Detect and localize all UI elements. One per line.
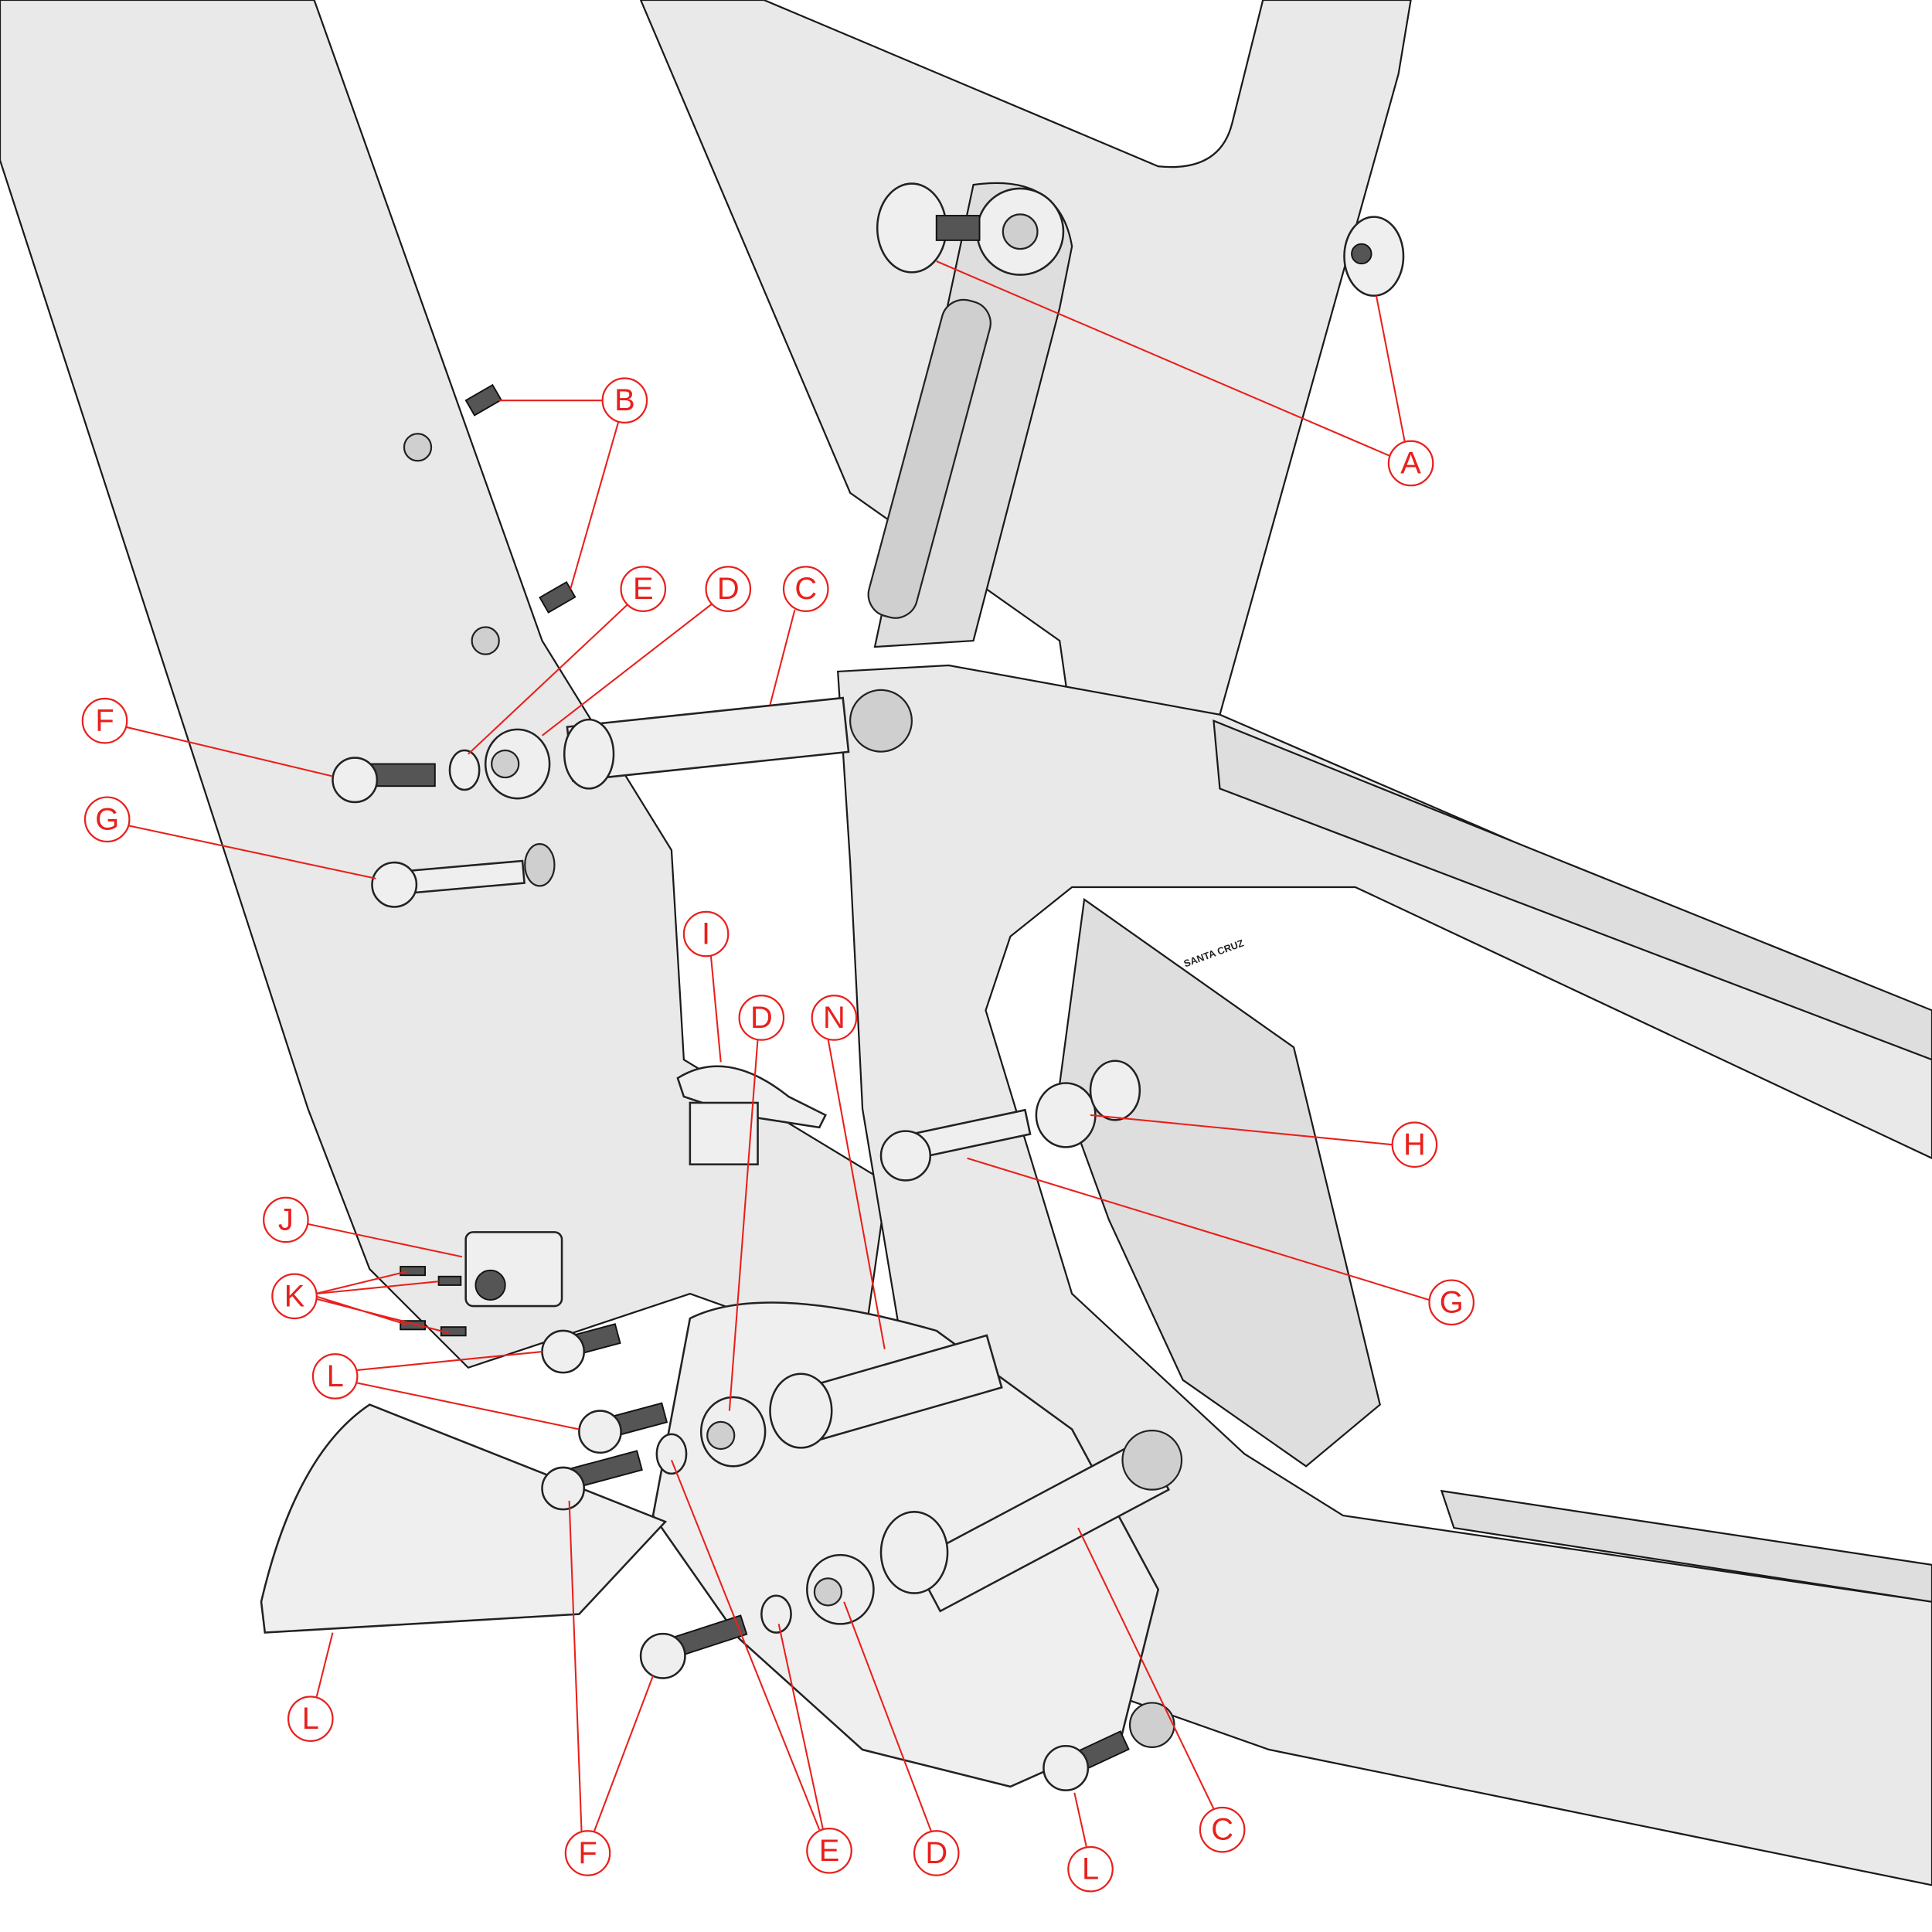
svg-text:D: D <box>750 1001 773 1035</box>
pivot-hole <box>1121 1429 1183 1491</box>
callout-b: B <box>601 377 648 423</box>
bolt-g-right <box>879 1108 1032 1182</box>
bottle-mount <box>471 626 500 655</box>
washer-e-mid <box>655 1433 688 1475</box>
bolt-f-bottom <box>541 1450 643 1511</box>
callout-e-bottom: E <box>806 1827 852 1874</box>
callout-j: J <box>263 1196 309 1243</box>
svg-text:B: B <box>614 383 635 417</box>
svg-text:E: E <box>819 1834 840 1868</box>
frame-logo: SANTA CRUZ <box>1182 937 1246 969</box>
callout-d-top: D <box>705 566 752 612</box>
svg-text:D: D <box>925 1836 947 1870</box>
callout-l-skid: L <box>287 1696 334 1742</box>
chainstay <box>1213 719 1932 1061</box>
callout-g-right: G <box>1428 1279 1475 1326</box>
axle-n <box>769 1334 1003 1449</box>
svg-text:F: F <box>578 1836 597 1870</box>
svg-text:C: C <box>1211 1813 1233 1847</box>
callout-c-bottom: C <box>1199 1806 1246 1853</box>
bushing-h <box>1035 1060 1141 1148</box>
spacer-d-top <box>484 728 551 800</box>
callout-c-top: C <box>782 566 829 612</box>
callout-a: A <box>1387 440 1434 487</box>
callout-k: K <box>271 1273 318 1320</box>
washer-e-bottom <box>760 1594 792 1634</box>
callout-f-left: F <box>81 697 128 744</box>
spacer-d-bottom <box>806 1553 875 1625</box>
callout-n: N <box>811 995 858 1041</box>
chainstay-guard <box>1440 1489 1932 1603</box>
pivot-hole <box>1002 213 1039 250</box>
charge-port-j <box>464 1231 563 1308</box>
bolt-l-1 <box>541 1323 621 1374</box>
svg-text:L: L <box>327 1359 344 1393</box>
svg-text:H: H <box>1403 1128 1426 1162</box>
leader-lines <box>125 260 1430 1849</box>
callout-i: I <box>682 910 730 957</box>
svg-text:F: F <box>95 704 114 738</box>
screws-k <box>400 1266 467 1337</box>
svg-text:N: N <box>823 1001 845 1035</box>
spacer-d-mid <box>699 1396 767 1468</box>
washer-e-top <box>448 749 481 791</box>
svg-text:G: G <box>95 802 119 836</box>
cable-port-i <box>676 1065 827 1165</box>
bolt-b1 <box>464 383 502 417</box>
callout-l-left: L <box>311 1353 359 1400</box>
svg-text:J: J <box>278 1202 294 1236</box>
motor-mount-hole <box>1128 1702 1175 1748</box>
skid-plate <box>260 1403 668 1634</box>
bolt-l-2 <box>578 1402 668 1454</box>
callout-g-left: G <box>83 796 131 843</box>
svg-text:L: L <box>302 1702 319 1736</box>
svg-text:D: D <box>717 572 740 606</box>
svg-text:C: C <box>794 572 817 606</box>
rocker-window <box>867 298 992 619</box>
svg-text:E: E <box>633 572 654 606</box>
bolt-b2 <box>539 580 577 614</box>
callout-l-bottom: L <box>1067 1845 1114 1893</box>
svg-text:G: G <box>1440 1285 1464 1319</box>
svg-text:I: I <box>702 917 710 951</box>
pivot-bolt-a <box>876 182 981 274</box>
callout-h: H <box>1391 1121 1438 1168</box>
bolt-g-left <box>371 843 556 908</box>
callout-e-top: E <box>620 566 667 612</box>
bolt-l-bottom <box>1043 1730 1130 1791</box>
bottle-mount <box>403 433 433 462</box>
svg-text:L: L <box>1082 1852 1099 1886</box>
svg-text:A: A <box>1400 446 1421 480</box>
axle-c-top <box>563 696 850 790</box>
bolt-f-top <box>332 757 436 804</box>
pivot-hole <box>849 689 913 753</box>
washer-a <box>1343 216 1405 297</box>
callout-d-bottom: D <box>913 1830 960 1876</box>
bolt-f-lower <box>639 1614 748 1679</box>
callout-f-bottom: F <box>564 1830 611 1876</box>
svg-text:K: K <box>284 1279 305 1313</box>
callout-d-mid: D <box>738 995 785 1041</box>
